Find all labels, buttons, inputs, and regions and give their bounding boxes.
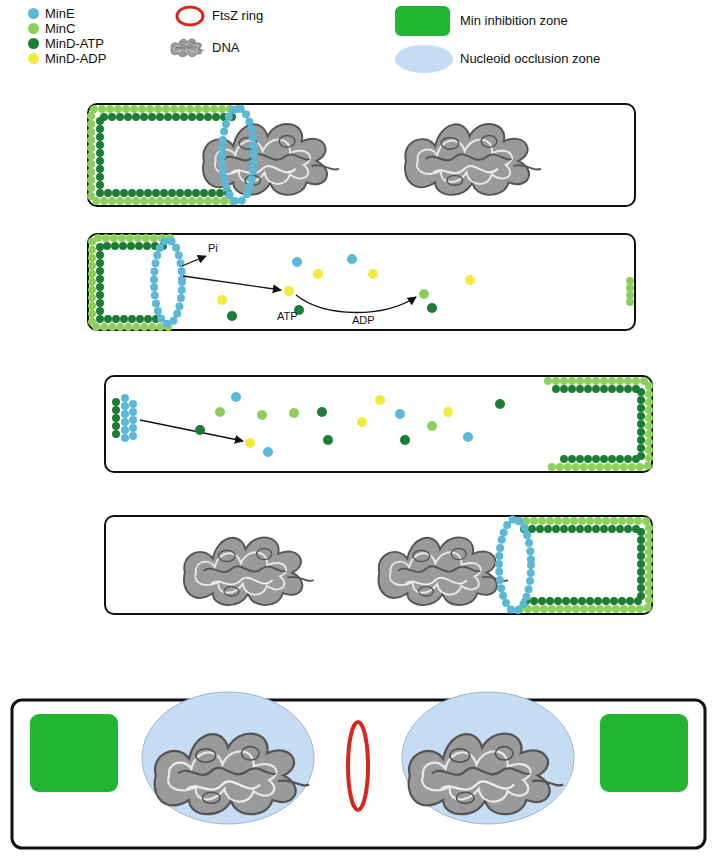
mine-dot: [463, 432, 473, 442]
dna-sample: [171, 39, 205, 57]
minc-dot: [289, 408, 299, 418]
nucleoid-occlusion-zone: [402, 692, 574, 824]
mind-adp-dot: [465, 275, 475, 285]
legend-label: MinE: [45, 7, 75, 21]
minc-dot: [215, 407, 225, 417]
mind-atp-dot: [227, 311, 237, 321]
mind-atp-dot: [427, 303, 437, 313]
nucleoid-dna: [184, 537, 314, 605]
release-arrow: [182, 256, 206, 266]
cell-outline: [12, 700, 705, 848]
legend-label: FtsZ ring: [212, 9, 263, 23]
mine-ring: [499, 519, 531, 611]
legend-swatch: [28, 38, 39, 49]
mind-atp-layer: [556, 389, 641, 459]
mind-adp-dot: [357, 417, 367, 427]
mine-patch: [121, 398, 129, 446]
legend-swatch: [395, 45, 453, 73]
ftsz-ring: [348, 722, 368, 810]
cell-outline: [105, 516, 652, 614]
mind-atp-dot: [317, 407, 327, 417]
exchange-arrow: [296, 295, 416, 313]
mind-adp-dot: [284, 286, 294, 296]
release-arrow: [140, 420, 243, 441]
mind-atp-layer: [524, 529, 641, 601]
nucleoid-dna: [405, 124, 541, 195]
legend-swatch: [28, 23, 39, 34]
release-arrow: [183, 276, 281, 290]
minc-dot: [257, 410, 267, 420]
mind-atp-dot: [495, 399, 505, 409]
mind-atp-layer: [100, 117, 232, 193]
minc-patch: [626, 281, 634, 303]
mind-adp-dot: [368, 269, 378, 279]
mine-dot: [263, 447, 273, 457]
legend-swatch: [28, 53, 39, 64]
cell-outline: [105, 376, 652, 472]
minc-dot: [419, 289, 429, 299]
reaction-label: Pi: [208, 242, 218, 254]
nucleoid-dna: [155, 734, 309, 815]
mine-ring: [222, 108, 254, 202]
mind-adp-dot: [313, 269, 323, 279]
nucleoid-dna: [409, 734, 563, 815]
legend-label: MinD-ATP: [45, 37, 104, 51]
mine-dot: [292, 257, 302, 267]
mine-dot: [347, 254, 357, 264]
mine-dot: [231, 392, 241, 402]
reaction-label: ADP: [352, 314, 375, 326]
nucleoid-occlusion-zone: [142, 692, 314, 824]
minc-layer: [518, 521, 649, 609]
legend-label: DNA: [212, 41, 239, 55]
nucleoid-dna: [378, 537, 508, 605]
mind-atp-patch: [112, 402, 120, 442]
legend-label: Min inhibition zone: [460, 14, 568, 28]
cell-outline: [88, 234, 635, 330]
min-inhibition-zone: [600, 714, 688, 792]
legend-label: MinD-ADP: [45, 52, 106, 66]
reaction-label: ATP: [277, 310, 298, 322]
minc-layer: [91, 109, 238, 201]
mine-dot: [395, 409, 405, 419]
minc-dot: [427, 421, 437, 431]
mind-atp-dot: [195, 425, 205, 435]
legend-swatch: [395, 6, 450, 36]
minc-layer: [548, 381, 649, 467]
mind-atp-dot: [323, 435, 333, 445]
mind-adp-dot: [443, 407, 453, 417]
min-inhibition-zone: [30, 714, 118, 792]
mind-adp-dot: [217, 295, 227, 305]
cell-outline: [88, 104, 635, 206]
mind-adp-dot: [245, 438, 255, 448]
ftsz-ring-sample: [177, 7, 203, 25]
legend-label: Nucleoid occlusion zone: [460, 52, 600, 66]
mind-adp-dot: [375, 395, 385, 405]
legend-swatch: [28, 8, 39, 19]
mind-atp-dot: [400, 435, 410, 445]
mine-patch: [129, 404, 137, 440]
legend-label: MinC: [45, 22, 75, 36]
mine-ring: [154, 240, 182, 324]
